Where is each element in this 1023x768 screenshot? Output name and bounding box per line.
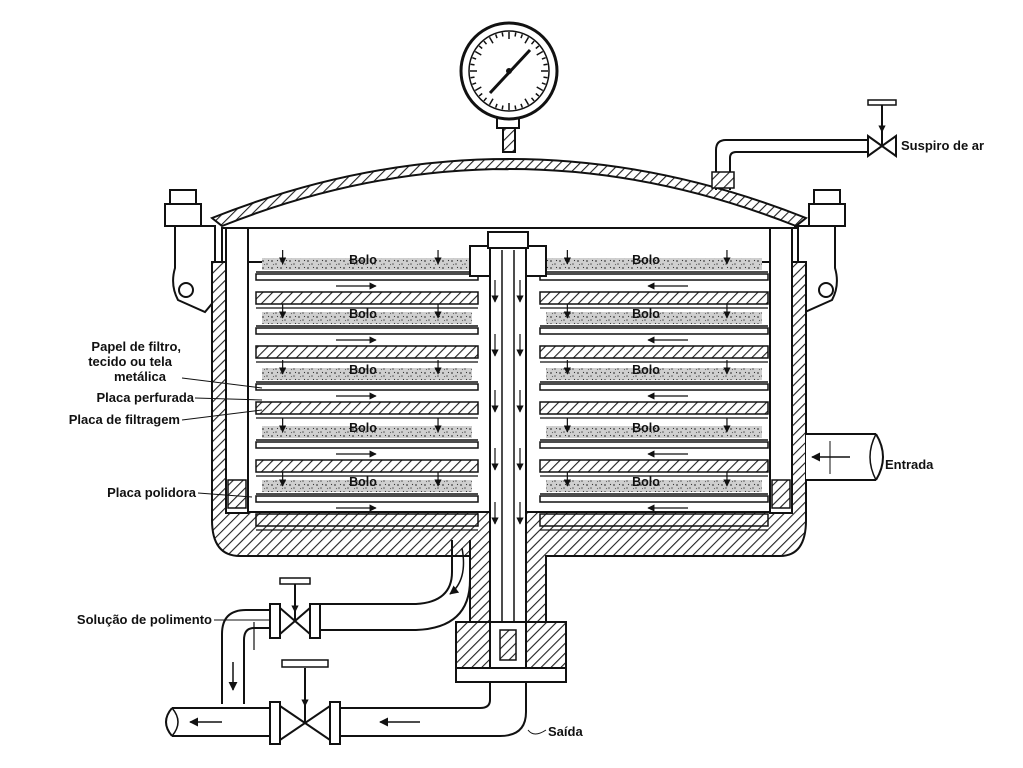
inlet-pipe xyxy=(806,433,884,481)
perforated-plate xyxy=(539,383,769,391)
right-clamp-bolt xyxy=(794,189,846,314)
filtration-plate xyxy=(255,401,479,415)
gauge-tick xyxy=(535,92,540,97)
filtration-plate-label: Placa de filtragem xyxy=(69,412,180,427)
polishing-plate-label: Placa polidora xyxy=(107,485,197,500)
gauge-tick xyxy=(530,97,535,102)
outlet-valve[interactable] xyxy=(269,659,341,745)
filter-cake xyxy=(262,480,472,492)
filtration-plate xyxy=(539,513,769,527)
filter-cake xyxy=(546,312,762,324)
gauge-tick xyxy=(488,98,494,106)
filtration-plate xyxy=(255,345,479,359)
gauge-tick xyxy=(520,34,524,39)
perforated-plate xyxy=(539,441,769,449)
filtration-plate xyxy=(539,291,769,305)
gauge-tick xyxy=(474,50,482,56)
gauge-tick xyxy=(501,105,504,110)
gauge-tick xyxy=(543,63,548,66)
cake-label: Bolo xyxy=(632,363,660,377)
filter-cake xyxy=(262,368,472,380)
filtration-plate xyxy=(539,345,769,359)
gauge-tick xyxy=(494,103,498,108)
filter-cake xyxy=(262,258,472,270)
gauge-tick xyxy=(472,56,477,60)
outlet-flange xyxy=(455,621,567,683)
inlet-label: Entrada xyxy=(885,457,934,472)
perforated-plate xyxy=(539,495,769,503)
gauge-tick xyxy=(472,82,477,86)
pressure-gauge xyxy=(459,21,559,153)
filter-cake xyxy=(546,258,762,270)
gauge-tick xyxy=(501,32,504,37)
air-vent-label: Suspiro de ar xyxy=(901,138,984,153)
gauge-tick xyxy=(470,76,475,79)
cake-label: Bolo xyxy=(632,475,660,489)
cake-label: Bolo xyxy=(349,253,377,267)
leader-lines xyxy=(181,377,547,735)
gauge-tick xyxy=(514,105,517,110)
perforated-plate-label: Placa perfurada xyxy=(96,390,194,405)
gauge-tick xyxy=(536,50,544,56)
filter-cake xyxy=(262,426,472,438)
filtration-plate xyxy=(255,459,479,473)
gauge-tick xyxy=(474,86,482,92)
gauge-tick xyxy=(483,40,488,45)
polishing-pipe xyxy=(221,540,471,704)
cake-label: Bolo xyxy=(632,307,660,321)
perforated-plate xyxy=(539,327,769,335)
cake-label: Bolo xyxy=(349,307,377,321)
left-clamp-bolt xyxy=(164,189,216,314)
filter-paper-label-line2: tecido ou tela xyxy=(88,354,173,369)
perforated-plate xyxy=(539,273,769,281)
perforated-plate xyxy=(255,327,479,335)
gauge-tick xyxy=(520,103,524,108)
cake-label: Bolo xyxy=(349,421,377,435)
filter-cake xyxy=(262,312,472,324)
gauge-tick xyxy=(535,45,540,50)
gauge-tick xyxy=(524,36,530,44)
filter-paper-label-line3: metálica xyxy=(114,369,167,384)
gauge-tick xyxy=(478,92,483,97)
filtration-plate xyxy=(539,459,769,473)
polishing-solution-label: Solução de polimento xyxy=(77,612,212,627)
central-shaft xyxy=(469,231,547,661)
filtration-plate xyxy=(255,291,479,305)
cake-label: Bolo xyxy=(632,421,660,435)
filtration-plate xyxy=(539,401,769,415)
gauge-tick xyxy=(541,56,546,60)
gauge-tick xyxy=(478,45,483,50)
cake-label: Bolo xyxy=(349,475,377,489)
filter-cake xyxy=(546,480,762,492)
gauge-tick xyxy=(470,63,475,66)
perforated-plate xyxy=(255,495,479,503)
gauge-tick xyxy=(543,76,548,79)
filter-cake xyxy=(546,426,762,438)
outlet-label: Saída xyxy=(548,724,583,739)
gauge-tick xyxy=(514,32,517,37)
gauge-tick xyxy=(536,86,544,92)
cake-label: Bolo xyxy=(632,253,660,267)
polishing-valve[interactable] xyxy=(269,577,321,639)
gauge-tick xyxy=(488,36,494,44)
perforated-plate xyxy=(255,441,479,449)
filter-paper-label-line1: Papel de filtro, xyxy=(91,339,181,354)
cake-label: Bolo xyxy=(349,363,377,377)
air-vent-valve[interactable] xyxy=(867,99,897,158)
gauge-tick xyxy=(494,34,498,39)
filter-cake xyxy=(546,368,762,380)
gauge-tick xyxy=(541,82,546,86)
filtration-plate xyxy=(255,513,479,527)
gauge-tick xyxy=(524,98,530,106)
gauge-tick xyxy=(530,40,535,45)
perforated-plate xyxy=(255,273,479,281)
air-vent-pipe xyxy=(711,139,868,190)
perforated-plate xyxy=(255,383,479,391)
outlet-pipe xyxy=(165,682,527,737)
gauge-tick xyxy=(483,97,488,102)
